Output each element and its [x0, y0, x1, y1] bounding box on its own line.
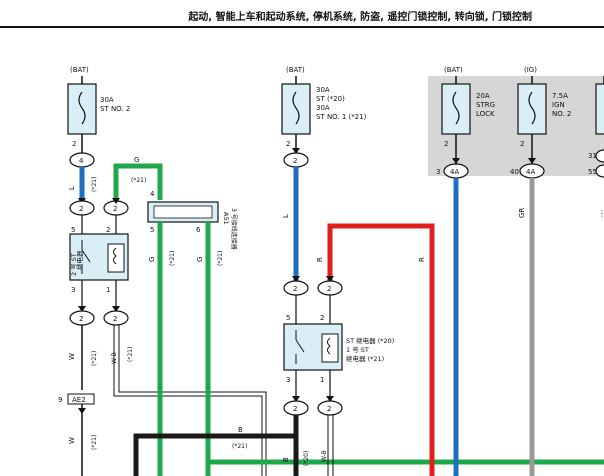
fuse5-box-partial — [595, 83, 604, 135]
svg-text:(*21): (*21) — [217, 251, 224, 266]
fuse1-icon — [78, 91, 86, 125]
svg-text:2: 2 — [293, 285, 297, 293]
fuse2-rating: 30A — [316, 86, 330, 94]
svg-text:(*21): (*21) — [127, 347, 134, 362]
wire-red — [327, 223, 435, 476]
svg-text:4: 4 — [150, 190, 155, 198]
fuse1-pin: 2 — [72, 140, 76, 148]
svg-text:4: 4 — [79, 157, 84, 165]
svg-text:(*20): (*20) — [303, 451, 310, 466]
svg-text:GR: GR — [518, 208, 526, 218]
connector-circle — [103, 310, 129, 326]
fuse4-supply: (IG) — [524, 66, 537, 74]
svg-text:(*21): (*21) — [232, 443, 247, 450]
svg-text:4A: 4A — [450, 168, 459, 176]
svg-text:2: 2 — [79, 315, 83, 323]
page-title: 起动, 智能上车和起动系统, 停机系统, 防盗, 遥控门锁控制, 转向锁, 门锁… — [188, 12, 532, 23]
svg-text:5: 5 — [150, 226, 154, 234]
fuse4-rating: 7.5A — [552, 92, 568, 100]
svg-text:AE2: AE2 — [72, 396, 86, 404]
fuse4-extra1: NO. 2 — [552, 110, 571, 118]
fuse4-pin: 2 — [520, 140, 524, 148]
svg-text:3: 3 — [436, 168, 440, 176]
fuse3-rating: 20A — [476, 92, 490, 100]
fuse3-icon — [452, 91, 460, 125]
relay-coil-icon — [113, 247, 117, 265]
svg-text:2: 2 — [106, 226, 110, 234]
fuse2-supply: (BAT) — [286, 66, 305, 74]
svg-text:B: B — [282, 457, 290, 462]
svg-text:(*21): (*21) — [91, 351, 98, 366]
svg-text:(*21): (*21) — [169, 251, 176, 266]
relay-coil-icon — [327, 337, 331, 355]
svg-text:L: L — [68, 186, 76, 190]
svg-text:3: 3 — [71, 286, 75, 294]
svg-text:W: W — [68, 437, 76, 444]
svg-text:3: 3 — [286, 376, 290, 384]
svg-text:1: 1 — [320, 376, 324, 384]
fuse3-supply: (BAT) — [444, 66, 463, 74]
svg-text:1: 1 — [106, 286, 110, 294]
svg-text:55: 55 — [588, 168, 597, 176]
svg-text:W-B: W-B — [111, 352, 118, 364]
svg-text:ST 继电器 (*20): ST 继电器 (*20) — [346, 336, 394, 345]
fuse3-pin: 2 — [444, 140, 448, 148]
svg-text:9: 9 — [58, 396, 62, 404]
connector-circle — [317, 400, 343, 416]
fuse2-icon — [292, 91, 300, 125]
connector-ae2 — [67, 393, 95, 405]
svg-text:40: 40 — [510, 168, 519, 176]
svg-text:A51: A51 — [222, 212, 230, 225]
svg-text:继电器: 继电器 — [75, 250, 84, 270]
fuse2-extra2: ST NO. 1 (*21) — [316, 113, 367, 121]
fuse2-name: ST (*20) — [316, 95, 345, 103]
svg-text:继电器 (*21): 继电器 (*21) — [346, 354, 384, 363]
fuse3-name: STRG — [476, 101, 495, 109]
svg-text:2: 2 — [320, 314, 324, 322]
fuse3-extra1: LOCK — [476, 110, 495, 118]
svg-text:2: 2 — [113, 205, 117, 213]
fuse1-rating: 30A — [100, 96, 114, 104]
fuse2-extra1: 30A — [316, 104, 330, 112]
svg-text:G: G — [196, 257, 204, 262]
svg-text:2: 2 — [293, 157, 297, 165]
fuse1-name: ST NO. 2 — [100, 105, 130, 113]
svg-text:5: 5 — [71, 226, 75, 234]
svg-text:B: B — [238, 426, 243, 434]
svg-text:5: 5 — [286, 314, 290, 322]
svg-text:2: 2 — [113, 315, 117, 323]
svg-text:(*21): (*21) — [131, 177, 146, 184]
svg-text:W-B: W-B — [321, 450, 328, 462]
svg-text:2: 2 — [327, 405, 331, 413]
wire-green — [113, 163, 163, 200]
svg-text:31: 31 — [588, 152, 597, 160]
svg-text:R: R — [316, 257, 324, 262]
fuse4-icon — [528, 91, 536, 125]
svg-text:(*21): (*21) — [91, 177, 98, 192]
svg-text:4A: 4A — [526, 168, 535, 176]
svg-text:2: 2 — [293, 405, 297, 413]
svg-text:W: W — [68, 353, 76, 360]
svg-text:1 号 ST: 1 号 ST — [346, 346, 369, 354]
svg-text:6: 6 — [196, 226, 201, 234]
svg-text:2 号 ST: 2 号 ST — [70, 253, 78, 276]
svg-text:2: 2 — [327, 285, 331, 293]
fuse1-supply: (BAT) — [70, 66, 89, 74]
svg-text:L: L — [282, 214, 290, 218]
fuse2-pin: 2 — [286, 140, 290, 148]
fuse4-name: IGN — [552, 101, 565, 109]
svg-text:2: 2 — [79, 205, 83, 213]
svg-text:3 号接线连接器: 3 号接线连接器 — [230, 208, 238, 250]
svg-text:G: G — [148, 257, 156, 262]
header-rule — [0, 26, 604, 28]
svg-text:(*21): (*21) — [91, 435, 98, 450]
svg-text:⋮: ⋮ — [598, 209, 604, 218]
svg-text:R: R — [418, 257, 426, 262]
svg-text:G: G — [134, 156, 139, 164]
